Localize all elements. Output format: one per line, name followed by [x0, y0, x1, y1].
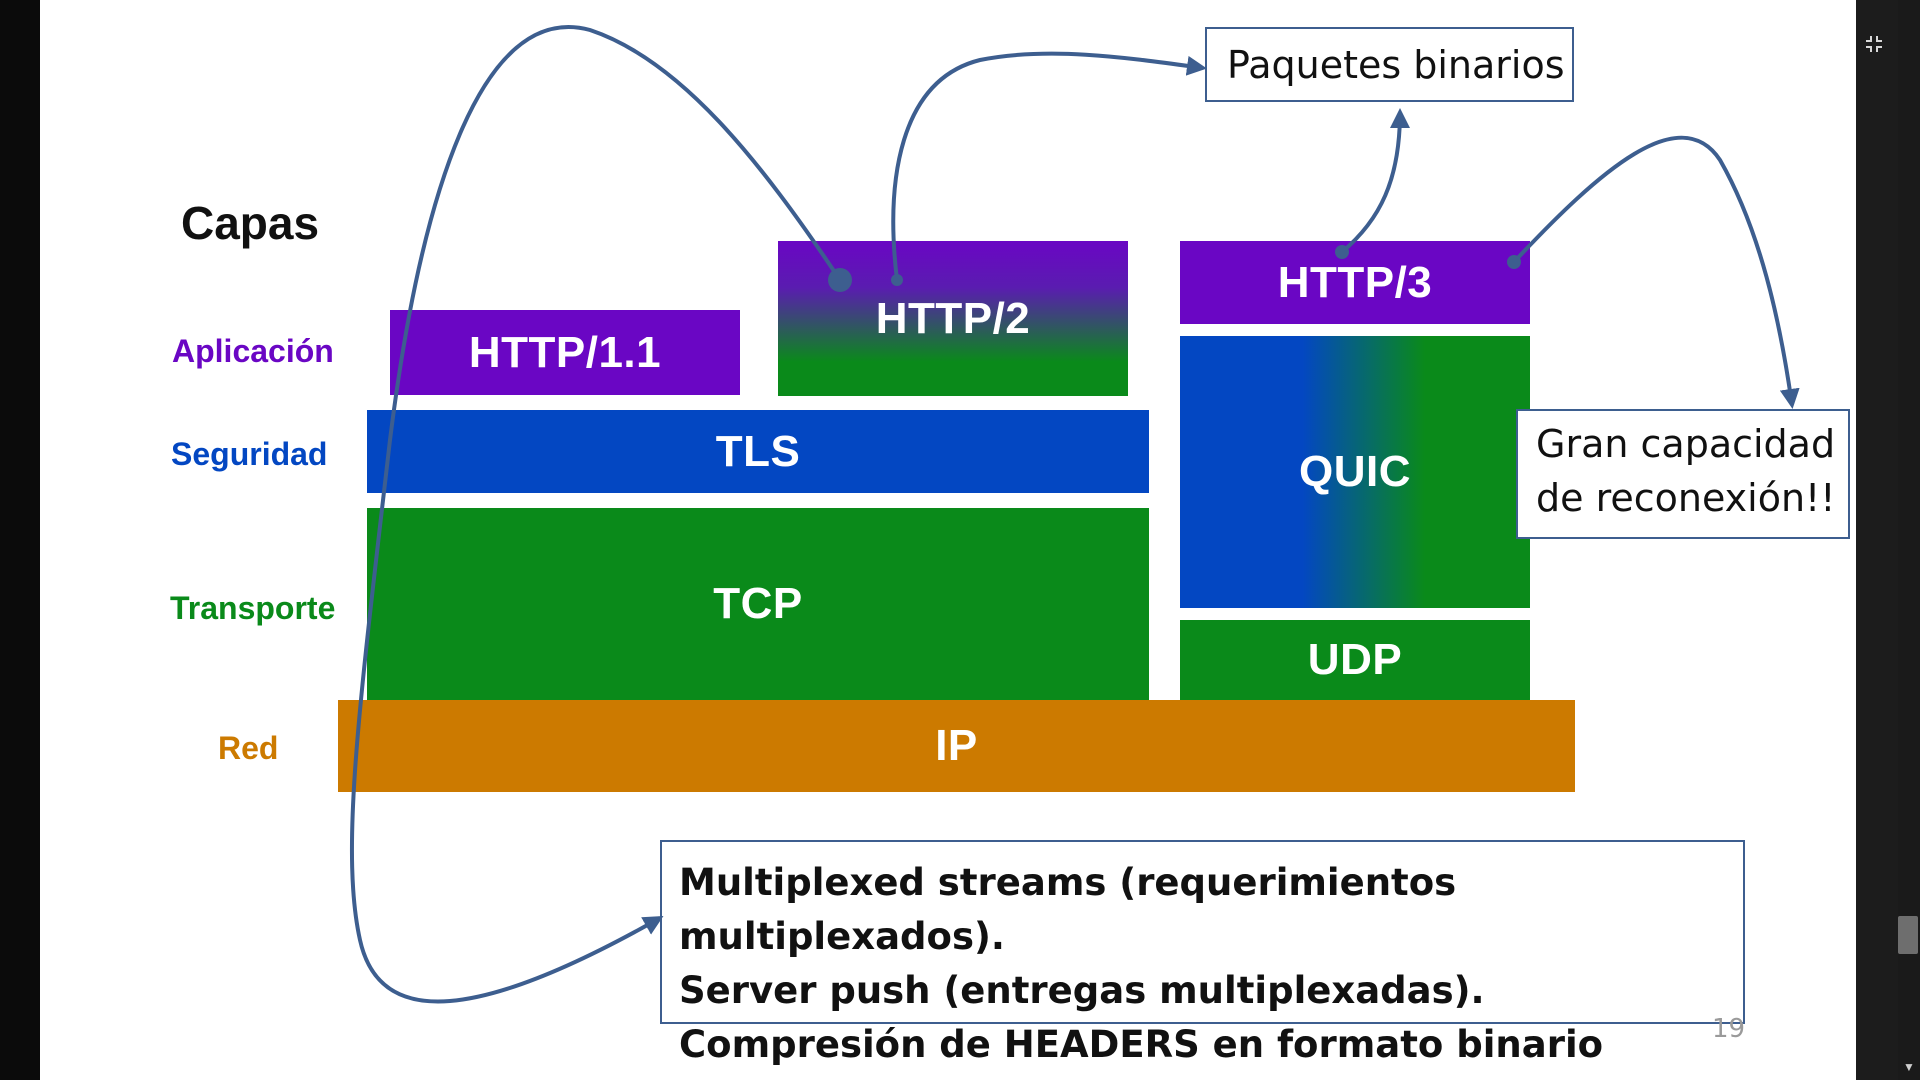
slide: Capas Aplicación Seguridad Transporte Re… — [40, 0, 1856, 1080]
layer-label-transport: Transporte — [170, 590, 336, 626]
block-tcp: TCP — [367, 508, 1149, 700]
slide-title: Capas — [181, 197, 320, 249]
feature-line-3: Compresión de HEADERS en formato binario — [679, 1023, 1604, 1066]
arrow-http3-to-reconnect — [1512, 135, 1800, 409]
block-tls: TLS — [367, 410, 1149, 493]
layer-label-security: Seguridad — [171, 436, 328, 472]
callout-reconnection-line1: Gran capacidad — [1536, 422, 1836, 466]
layer-label-network: Red — [218, 730, 279, 766]
layer-label-application: Aplicación — [172, 333, 334, 369]
block-http11: HTTP/1.1 — [390, 310, 740, 395]
scrollbar-thumb[interactable] — [1898, 916, 1918, 954]
vertical-scrollbar[interactable] — [1898, 0, 1920, 1080]
block-ip: IP — [338, 700, 1575, 792]
block-http2: HTTP/2 — [778, 241, 1128, 396]
callout-reconnection-line2: de reconexión!! — [1536, 476, 1836, 520]
left-frame — [0, 0, 40, 1080]
chevron-down-icon[interactable]: ▼ — [1903, 1060, 1915, 1074]
block-http3: HTTP/3 — [1180, 241, 1530, 324]
callout-binary-packets: Paquetes binarios — [1205, 27, 1574, 102]
callout-binary-text: Paquetes binarios — [1227, 43, 1565, 87]
feature-line-1: Multiplexed streams (requerimientos mult… — [679, 861, 1457, 958]
exit-fullscreen-icon[interactable] — [1858, 32, 1890, 64]
block-quic: QUIC — [1180, 336, 1530, 608]
block-udp: UDP — [1180, 620, 1530, 700]
callout-reconnection: Gran capacidad de reconexión!! — [1516, 409, 1850, 539]
arrow-http3-to-binary — [1340, 108, 1410, 254]
page-number: 19 — [1712, 1014, 1746, 1044]
callout-http2-features: Multiplexed streams (requerimientos mult… — [660, 840, 1745, 1066]
feature-line-2: Server push (entregas multiplexadas). — [679, 969, 1485, 1012]
